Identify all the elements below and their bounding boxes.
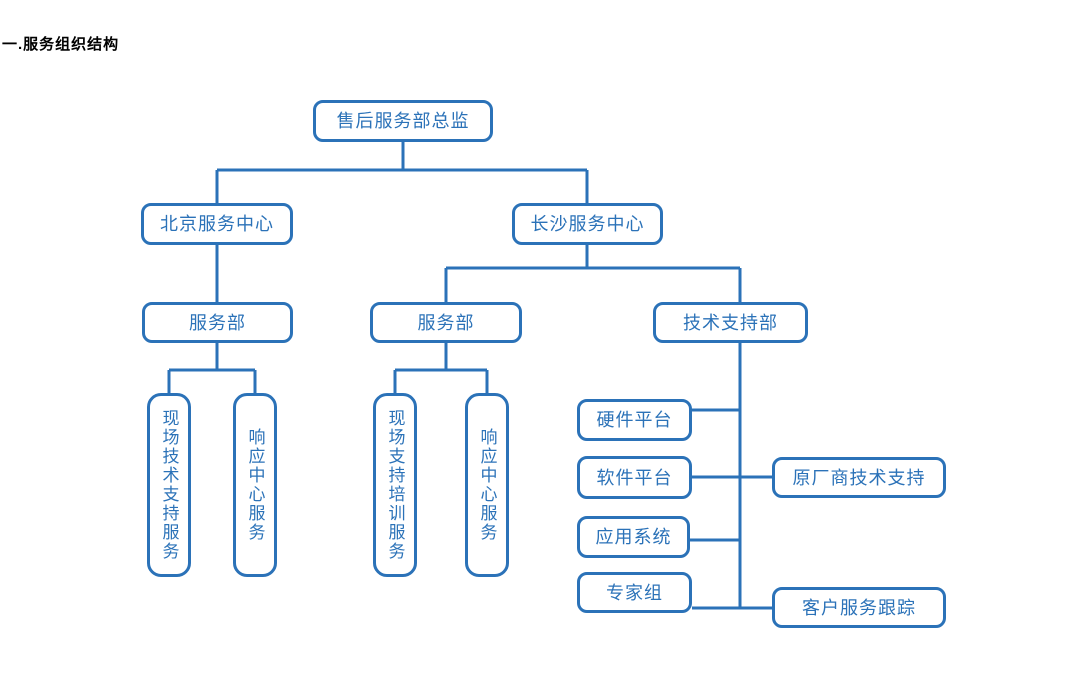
org-node-changsha-center: 长沙服务中心 [512, 203, 663, 245]
org-node-response-center-svc-cs: 响应中心服务 [465, 393, 509, 577]
section-heading: 一.服务组织结构 [2, 36, 120, 53]
org-node-response-center-svc-bj: 响应中心服务 [233, 393, 277, 577]
org-node-software-platform: 软件平台 [577, 456, 692, 499]
org-node-changsha-service-dept: 服务部 [370, 302, 522, 343]
org-node-customer-service-tracking: 客户服务跟踪 [772, 587, 946, 628]
org-node-application-system: 应用系统 [577, 516, 690, 558]
connector-lines [167, 142, 772, 610]
org-node-expert-group: 专家组 [577, 572, 692, 613]
org-node-hardware-platform: 硬件平台 [577, 399, 692, 441]
org-node-beijing-center: 北京服务中心 [141, 203, 293, 245]
org-node-beijing-service-dept: 服务部 [142, 302, 293, 343]
org-node-director: 售后服务部总监 [313, 100, 493, 142]
org-node-onsite-tech-support-svc: 现场技术支持服务 [147, 393, 191, 577]
org-node-oem-tech-support: 原厂商技术支持 [772, 457, 946, 498]
org-node-tech-support-dept: 技术支持部 [653, 302, 808, 343]
org-node-onsite-support-training: 现场支持培训服务 [373, 393, 417, 577]
